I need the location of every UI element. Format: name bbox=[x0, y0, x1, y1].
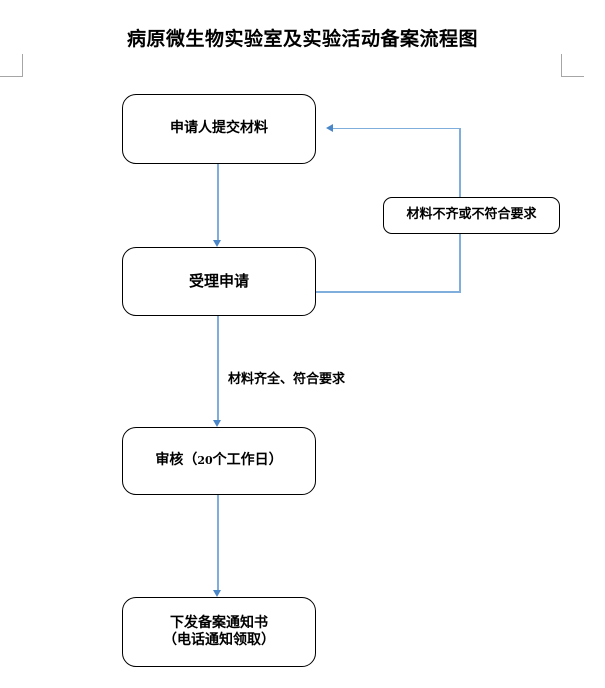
arrowhead-accept-to-review bbox=[213, 420, 222, 427]
node-issue-label-line1: 下发备案通知书 bbox=[170, 614, 268, 631]
connector-accept-to-reject-vertical bbox=[459, 234, 461, 292]
arrowhead-submit-to-accept bbox=[213, 240, 222, 247]
connector-accept-to-review bbox=[217, 316, 219, 420]
node-review-label-suffix: 个工作日） bbox=[212, 452, 283, 469]
node-issue-label: 下发备案通知书（电话通知领取） bbox=[163, 615, 275, 650]
node-accept-label: 受理申请 bbox=[188, 272, 249, 291]
connector-reject-to-submit-vertical bbox=[459, 128, 461, 198]
node-review-label-number: 20 bbox=[197, 454, 213, 468]
connector-reject-to-submit-horizontal bbox=[333, 127, 461, 130]
connector-review-to-issue bbox=[217, 495, 219, 590]
arrowhead-review-to-issue bbox=[213, 590, 222, 597]
node-reject-label: 材料不齐或不符合要求 bbox=[406, 207, 537, 223]
node-issue-label-line2: （电话通知领取） bbox=[163, 632, 275, 648]
page-title: 病原微生物实验室及实验活动备案流程图 bbox=[126, 28, 478, 50]
node-review-20-working-days[interactable]: 审核（20个工作日） bbox=[122, 427, 316, 495]
arrowhead-reject-to-submit bbox=[326, 124, 333, 132]
node-accept-application[interactable]: 受理申请 bbox=[122, 247, 316, 316]
node-issue-filing-notice[interactable]: 下发备案通知书（电话通知领取） bbox=[122, 597, 316, 667]
node-applicant-submit-materials[interactable]: 申请人提交材料 bbox=[122, 94, 316, 164]
crop-mark-top-left bbox=[0, 54, 23, 77]
node-submit-label: 申请人提交材料 bbox=[170, 120, 268, 137]
connector-submit-to-accept bbox=[217, 164, 219, 240]
edge-label-materials-complete: 材料齐全、符合要求 bbox=[228, 372, 346, 387]
connector-accept-to-reject-horizontal bbox=[316, 291, 461, 293]
node-materials-incomplete-or-noncompliant[interactable]: 材料不齐或不符合要求 bbox=[383, 197, 560, 234]
node-review-label-prefix: 审核（ bbox=[155, 452, 198, 469]
crop-mark-top-right bbox=[561, 54, 584, 77]
node-review-label: 审核（20个工作日） bbox=[155, 452, 282, 470]
